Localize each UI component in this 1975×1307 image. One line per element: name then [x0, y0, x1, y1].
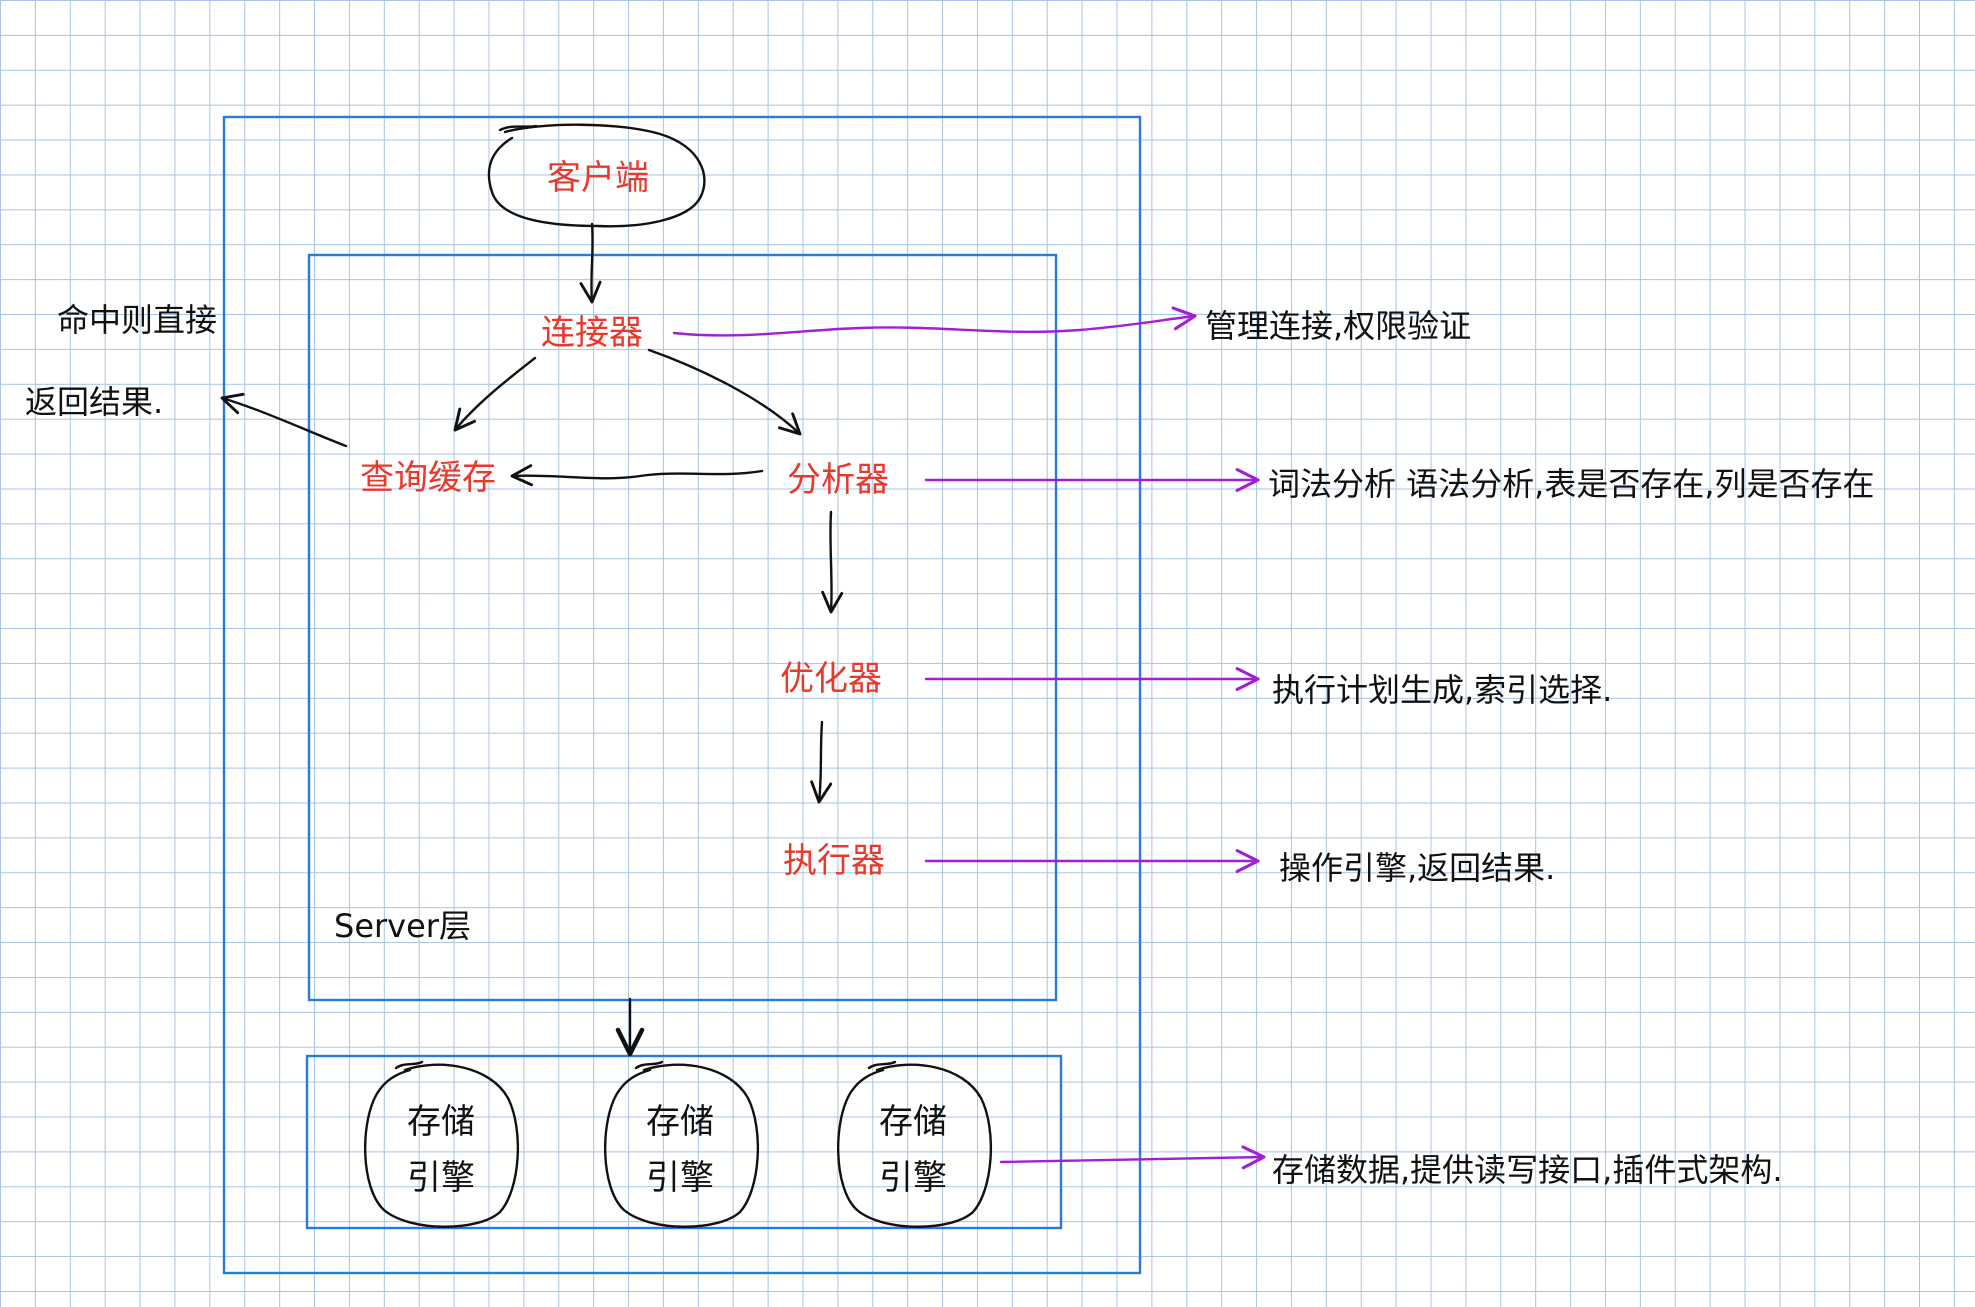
storage-engine-line1: 存储 [407, 1102, 475, 1142]
cache-hit-note-line2: 返回结果. [25, 383, 163, 421]
connector-note: 管理连接,权限验证 [1205, 307, 1471, 345]
server-layer-label: Server层 [334, 907, 471, 945]
arrow-client-to-connector [579, 222, 602, 304]
storage-engine-3: 存储 引擎 [837, 1060, 993, 1228]
storage-engine-line2: 引擎 [407, 1158, 475, 1198]
cache-hit-note-line1: 命中则直接 [57, 301, 217, 339]
storage-engine-line1: 存储 [646, 1102, 714, 1142]
executor-note: 操作引擎,返回结果. [1279, 849, 1555, 887]
arrow-query-cache-to-return [220, 392, 348, 448]
storage-engine-line2: 引擎 [879, 1158, 947, 1198]
storage-engine-tail [867, 1060, 897, 1070]
optimizer-note: 执行计划生成,索引选择. [1272, 671, 1612, 709]
storage-engine-tail [634, 1060, 664, 1070]
arrow-connector-to-query-cache [453, 356, 537, 432]
analyzer-label: 分析器 [787, 460, 889, 500]
storage-engine-circle [604, 1063, 760, 1228]
storage-engine-2: 存储 引擎 [604, 1060, 760, 1228]
arrow-connector-note [672, 306, 1197, 337]
executor-label: 执行器 [783, 841, 885, 881]
server-layer-box [307, 253, 1058, 1002]
client-label: 客户端 [547, 158, 649, 198]
client-node: 客户端 [487, 123, 706, 228]
client-ellipse-tail [498, 124, 538, 132]
storage-engine-1: 存储 引擎 [364, 1060, 520, 1228]
storage-engine-circle [837, 1063, 993, 1228]
arrow-analyzer-to-optimizer [821, 510, 844, 614]
client-ellipse [487, 123, 706, 228]
arrow-optimizer-to-executor [810, 720, 833, 804]
storage-note: 存储数据,提供读写接口,插件式架构. [1272, 1151, 1783, 1189]
query-cache-label: 查询缓存 [360, 458, 496, 498]
optimizer-label: 优化器 [780, 659, 882, 699]
analyzer-note: 词法分析 语法分析,表是否存在,列是否存在 [1268, 465, 1875, 503]
mysql-outer-box [222, 115, 1142, 1275]
storage-engine-line1: 存储 [879, 1102, 947, 1142]
storage-layer-box [305, 1054, 1063, 1230]
arrow-connector-to-analyzer [647, 348, 802, 436]
arrow-analyzer-to-query-cache [510, 464, 764, 487]
storage-engine-line2: 引擎 [646, 1158, 714, 1198]
storage-engine-circle [364, 1063, 520, 1228]
storage-engine-tail [394, 1060, 424, 1070]
connector-label: 连接器 [541, 313, 643, 353]
arrow-storage-note [999, 1145, 1266, 1170]
